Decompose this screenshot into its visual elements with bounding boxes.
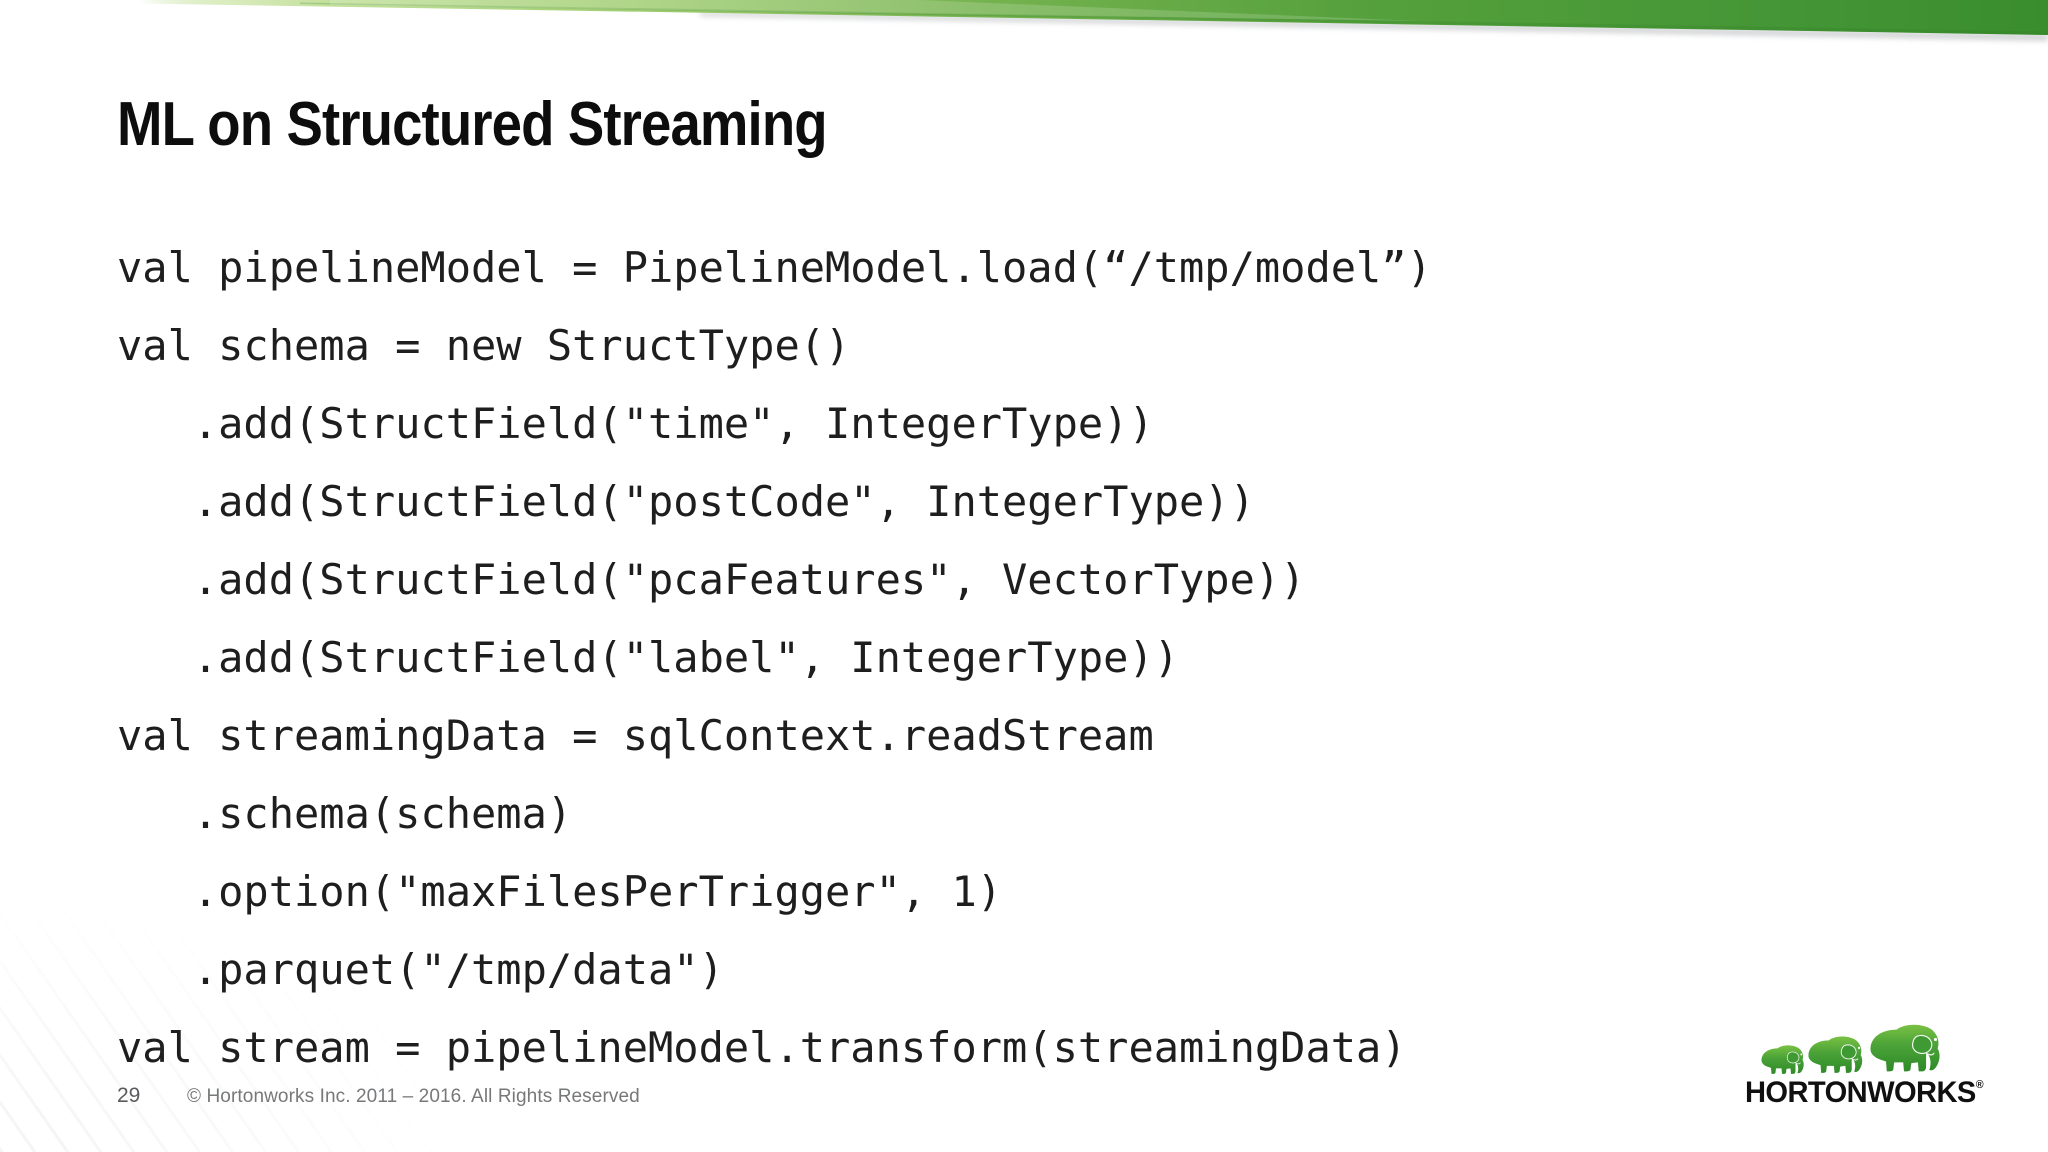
code-line: val pipelineModel = PipelineModel.load(“… xyxy=(117,243,1432,292)
top-green-band xyxy=(140,0,2048,41)
copyright-text: © Hortonworks Inc. 2011 – 2016. All Righ… xyxy=(187,1086,640,1107)
hortonworks-logo: HORTONWORKS® xyxy=(1742,1016,1984,1116)
code-block: val pipelineModel = PipelineModel.load(“… xyxy=(117,229,1432,1087)
code-line: .add(StructField("postCode", IntegerType… xyxy=(117,477,1255,526)
brand-name: HORTONWORKS xyxy=(1745,1076,1976,1109)
slide-title: ML on Structured Streaming xyxy=(117,90,828,159)
registered-trademark: ® xyxy=(1975,1079,1984,1091)
code-line: .schema(schema) xyxy=(117,789,573,838)
code-line: .add(StructField("time", IntegerType)) xyxy=(117,399,1154,448)
brand-wordmark: HORTONWORKS® xyxy=(1745,1076,1984,1110)
code-line: .add(StructField("label", IntegerType)) xyxy=(117,633,1180,682)
code-line: val streamingData = sqlContext.readStrea… xyxy=(117,711,1154,760)
elephant-trio-icon xyxy=(1761,1024,1941,1075)
code-line: val schema = new StructType() xyxy=(117,321,851,370)
code-line: .add(StructField("pcaFeatures", VectorTy… xyxy=(117,555,1306,604)
code-line: .option("maxFilesPerTrigger", 1) xyxy=(117,867,1003,916)
page-number: 29 xyxy=(117,1084,141,1107)
code-line: .parquet("/tmp/data") xyxy=(117,945,724,994)
code-line: val stream = pipelineModel.transform(str… xyxy=(117,1023,1407,1072)
